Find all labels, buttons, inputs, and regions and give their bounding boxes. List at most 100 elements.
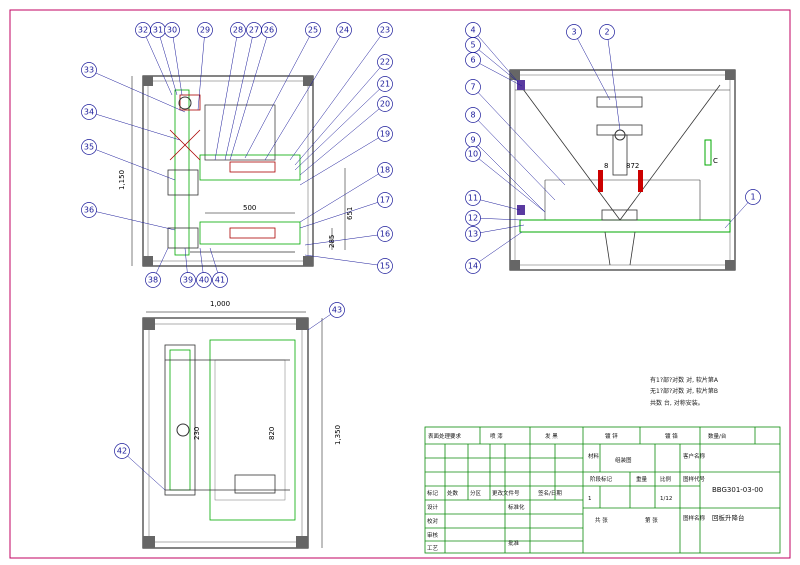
side-left-dim: 8 bbox=[604, 162, 608, 170]
balloon-circle bbox=[465, 79, 481, 95]
balloon-circle bbox=[329, 302, 345, 318]
leader-line bbox=[244, 29, 314, 159]
leader-line bbox=[472, 224, 525, 235]
balloon-number: 29 bbox=[200, 26, 210, 35]
balloon-circle bbox=[145, 272, 161, 288]
balloon-number: 1 bbox=[750, 193, 755, 202]
leader-line bbox=[472, 86, 566, 186]
balloon-number: 43 bbox=[332, 306, 342, 315]
balloon-number: 7 bbox=[470, 83, 475, 92]
balloon-number: 16 bbox=[380, 230, 390, 239]
top-width-dim: 1,000 bbox=[210, 300, 230, 308]
balloon-number: 17 bbox=[380, 196, 390, 205]
balloon-circle bbox=[599, 24, 615, 40]
front-width-dim: 500 bbox=[243, 204, 256, 212]
balloon-circle bbox=[230, 22, 246, 38]
tb-col-zone: 分区 bbox=[470, 489, 482, 497]
tb-scale: 比例 bbox=[660, 475, 672, 483]
leader-line bbox=[88, 111, 181, 141]
balloon-number: 42 bbox=[117, 447, 127, 456]
tb-name-value: 回板升降台 bbox=[712, 513, 745, 522]
side-view: C 872 8 bbox=[509, 69, 736, 271]
balloon-number: 40 bbox=[199, 276, 209, 285]
balloon-number: 19 bbox=[380, 130, 390, 139]
leader-line bbox=[472, 231, 523, 267]
balloon-number: 2 bbox=[604, 28, 609, 37]
tb-col-sign: 签名/日期 bbox=[538, 489, 562, 497]
leader-line bbox=[294, 61, 386, 166]
balloon-number: 35 bbox=[84, 143, 94, 152]
balloon-circle bbox=[81, 62, 97, 78]
side-mark: C bbox=[713, 157, 718, 165]
balloon-circle bbox=[377, 96, 393, 112]
tb-name-label: 图样名称 bbox=[683, 514, 706, 522]
tb-weight: 重量 bbox=[636, 475, 648, 483]
tb-chrome: 镀 铬 bbox=[665, 432, 678, 440]
balloon-circle bbox=[197, 22, 213, 38]
balloon-number: 18 bbox=[380, 166, 390, 175]
leader-line bbox=[573, 31, 611, 101]
balloon-number: 24 bbox=[339, 26, 349, 35]
balloon-circle bbox=[305, 22, 321, 38]
balloon-number: 38 bbox=[148, 276, 158, 285]
balloon-circle bbox=[465, 210, 481, 226]
top-view: 1,000 1,350 230 820 bbox=[142, 300, 342, 549]
leader-line bbox=[88, 209, 176, 231]
note-line-2: 无1?部?对数 对, 软片第B bbox=[650, 387, 718, 395]
tb-spray: 喷 漆 bbox=[490, 432, 503, 440]
balloon-number: 33 bbox=[84, 66, 94, 75]
balloon-number: 9 bbox=[470, 136, 475, 145]
balloon-number: 15 bbox=[380, 262, 390, 271]
leader-line bbox=[472, 59, 523, 87]
balloon-circle bbox=[745, 189, 761, 205]
balloon-circle bbox=[377, 192, 393, 208]
balloon-number: 30 bbox=[167, 26, 177, 35]
tb-material: 材料 bbox=[588, 452, 600, 460]
tb-scale-value: 1/12 bbox=[660, 496, 672, 502]
tb-col-change: 更改文件号 bbox=[492, 489, 520, 497]
leader-line bbox=[472, 29, 519, 83]
leader-line bbox=[157, 29, 178, 96]
tb-dwgno-label: 图样代号 bbox=[683, 475, 706, 483]
balloon-number: 27 bbox=[249, 26, 259, 35]
balloon-number: 36 bbox=[84, 206, 94, 215]
balloon-circle bbox=[377, 258, 393, 274]
balloon-circle bbox=[377, 226, 393, 242]
balloon-circle bbox=[114, 443, 130, 459]
front-right-dim-1: 651 bbox=[346, 207, 354, 220]
leader-line bbox=[472, 217, 523, 221]
tb-review: 审核 bbox=[427, 531, 439, 539]
tb-col-count: 处数 bbox=[447, 489, 459, 497]
leader-line bbox=[472, 153, 546, 213]
balloon-circle bbox=[465, 107, 481, 123]
balloon-circle bbox=[465, 190, 481, 206]
balloon-number: 23 bbox=[380, 26, 390, 35]
balloon-circle bbox=[377, 162, 393, 178]
balloon-circle bbox=[336, 22, 352, 38]
leader-line bbox=[197, 29, 206, 111]
balloon-circle bbox=[81, 104, 97, 120]
balloon-number: 34 bbox=[84, 108, 94, 117]
balloon-number: 8 bbox=[470, 111, 475, 120]
tb-hair: 发 黑 bbox=[545, 432, 558, 440]
note-line-3: 共数 台, 对称安装。 bbox=[650, 399, 704, 407]
leader-line bbox=[289, 29, 386, 161]
balloon-number: 39 bbox=[183, 276, 193, 285]
leader-line bbox=[171, 29, 183, 96]
leader-line bbox=[88, 69, 186, 113]
leader-line bbox=[606, 31, 621, 131]
balloon-circle bbox=[164, 22, 180, 38]
balloon-number: 26 bbox=[264, 26, 274, 35]
leader-line bbox=[299, 103, 386, 176]
balloon-number: 21 bbox=[380, 80, 390, 89]
balloon-circle bbox=[465, 258, 481, 274]
tb-approve: 批准 bbox=[508, 539, 520, 547]
leader-line bbox=[472, 114, 556, 201]
leader-line bbox=[472, 139, 546, 213]
tb-total: 共 张 bbox=[595, 516, 608, 524]
balloon-number: 5 bbox=[470, 41, 475, 50]
leader-line bbox=[299, 133, 386, 186]
front-height-dim: 1,150 bbox=[118, 170, 126, 190]
tb-dwgno-value: BBG301-03-00 bbox=[712, 486, 763, 494]
